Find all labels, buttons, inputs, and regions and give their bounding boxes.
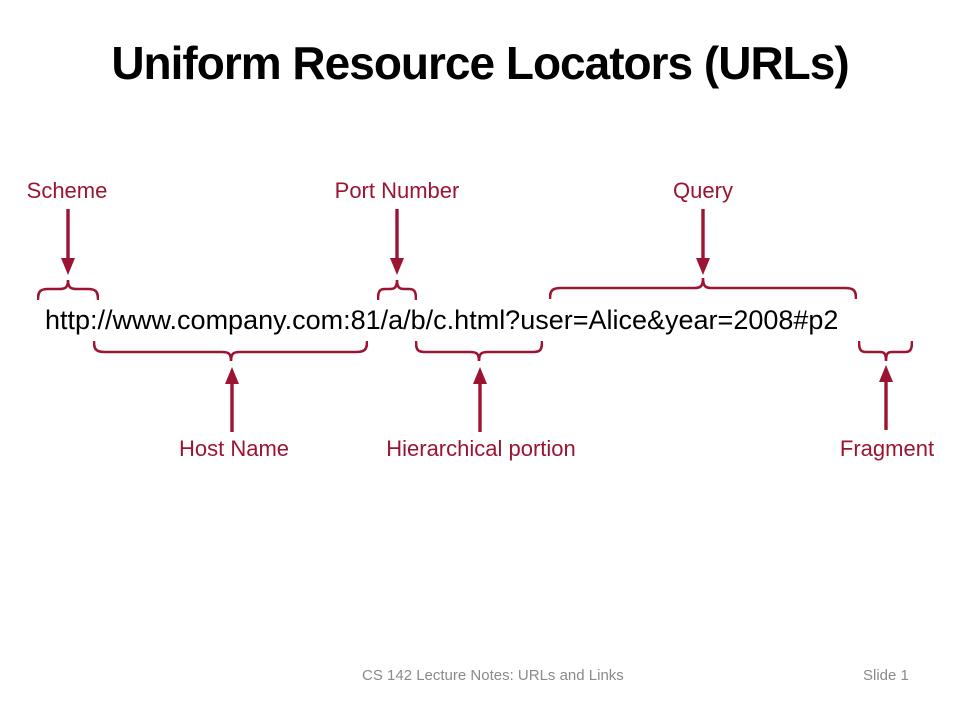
label-port-number: Port Number bbox=[334, 178, 460, 203]
brace-path bbox=[549, 277, 857, 299]
brace-path bbox=[415, 341, 543, 362]
port-down-arrow-icon bbox=[390, 209, 404, 275]
brace-path bbox=[93, 341, 368, 362]
arrow-head bbox=[696, 258, 710, 275]
query-down-arrow-icon bbox=[696, 209, 710, 275]
arrow-head bbox=[61, 258, 75, 275]
label-query: Query bbox=[673, 178, 733, 203]
slide-title: Uniform Resource Locators (URLs) bbox=[111, 37, 849, 89]
scheme-down-arrow-icon bbox=[61, 209, 75, 275]
host-brace-icon bbox=[93, 341, 368, 362]
footer-slide-number: Slide 1 bbox=[863, 667, 909, 684]
arrow-head bbox=[225, 367, 239, 384]
brace-path bbox=[377, 279, 417, 300]
host-up-arrow-icon bbox=[225, 367, 239, 432]
label-hierarchical-portion: Hierarchical portion bbox=[386, 436, 576, 461]
arrow-head bbox=[390, 258, 404, 275]
url-text: http://www.company.com:81/a/b/c.html?use… bbox=[45, 305, 839, 335]
label-scheme: Scheme bbox=[26, 178, 108, 203]
hierarchical-brace-icon bbox=[415, 341, 543, 362]
hierarchical-up-arrow-icon bbox=[473, 367, 487, 432]
label-fragment: Fragment bbox=[839, 436, 935, 461]
brace-path bbox=[858, 341, 913, 362]
arrow-head bbox=[473, 367, 487, 384]
fragment-up-arrow-icon bbox=[879, 365, 893, 430]
fragment-brace-icon bbox=[858, 341, 913, 362]
query-brace-icon bbox=[549, 277, 857, 299]
footer-lecture-notes: CS 142 Lecture Notes: URLs and Links bbox=[362, 667, 624, 684]
port-brace-icon bbox=[377, 279, 417, 300]
label-host-name: Host Name bbox=[178, 436, 290, 461]
scheme-brace-icon bbox=[37, 279, 99, 300]
arrow-head bbox=[879, 365, 893, 382]
brace-path bbox=[37, 279, 99, 300]
